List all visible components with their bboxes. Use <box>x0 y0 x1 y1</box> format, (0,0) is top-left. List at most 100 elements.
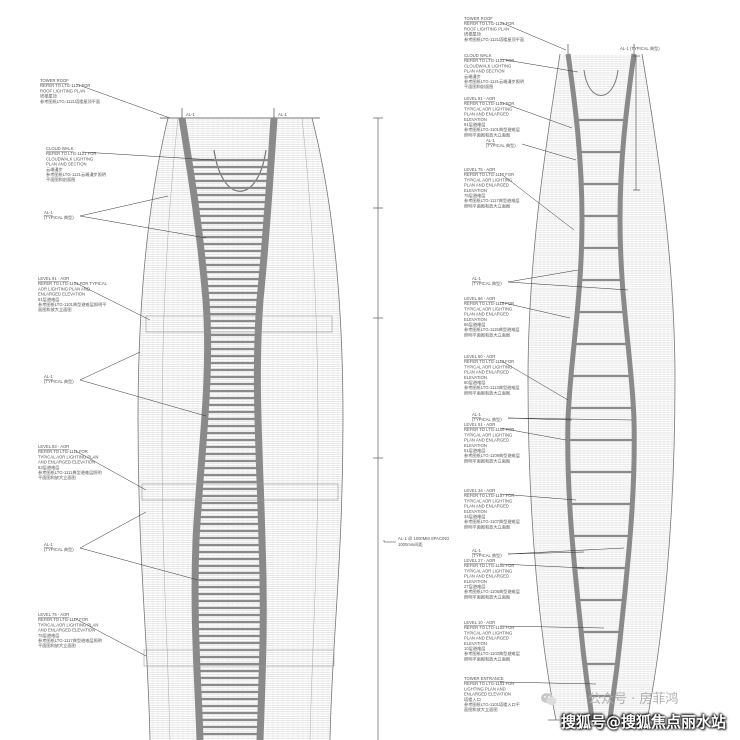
left-top-markers: AL-1 AL-1 <box>181 108 288 118</box>
note-line: ELEVATION <box>464 509 487 514</box>
leader-line <box>507 269 579 283</box>
note-line: 83层避难层 <box>38 464 59 471</box>
note-line: 照明平面图和放大立面图 <box>464 457 510 464</box>
note-line: 平面图和放大立面图 <box>38 642 76 649</box>
note-title: TOWER ENTRANCE <box>464 676 504 681</box>
left-dimension-line <box>373 117 383 740</box>
right-note-3: AL-1(TYPICAL 典型) <box>486 138 516 149</box>
note-title: TOWER ROOF <box>464 16 493 21</box>
left-top-marker-2: AL-1 <box>278 112 288 117</box>
note-line: 云端漫步 <box>464 73 481 80</box>
note-line: REFER TO LTG-1113 FOR <box>464 359 514 364</box>
right-note-8: AL-1(TYPICAL 典型) <box>472 412 502 423</box>
left-tower-inner-left-edge <box>161 117 179 740</box>
note-line: CLOUDWALK LIGHTING <box>46 156 93 161</box>
note-title: AL-1 <box>472 412 482 417</box>
note-line: REFER TO LTG-1111 FOR <box>38 449 88 454</box>
note-line: (TYPICAL 典型) <box>472 416 502 423</box>
note-line: 照明平面图和放大立面图 <box>464 202 510 209</box>
note-line: 照明平面图和放大立面图 <box>464 331 510 338</box>
note-line: REFER TO LTG-1101 FOR <box>464 681 514 686</box>
note-line: 参考图纸LTG-1117典型避难层照明 <box>38 637 102 644</box>
right-note-5: AL-1(TYPICAL 典型) <box>472 276 502 287</box>
note-line: TYPICAL AOR LIGHTING <box>464 177 512 182</box>
note-line: PLAN AND ENLARGED <box>464 574 509 579</box>
leader-line <box>75 83 171 119</box>
note-line: REFER TO LTG-1101 FOR <box>464 101 514 106</box>
note-title: AL-1 <box>472 276 482 281</box>
note-title: LEVEL 60 - AOR <box>464 354 495 359</box>
note-line: 照明平面图和放大立面图 <box>464 655 510 662</box>
note-line: PLAN AND ENLARGED <box>464 112 509 117</box>
leader-lines <box>73 21 633 685</box>
left-tower-right-band <box>253 117 278 740</box>
right-tower: AL-1 (TYPICAL 典型) <box>527 44 676 727</box>
leader-line <box>79 547 199 581</box>
spacing-note: AL-1 @ 1000MM SPACING 1000mm间距 <box>383 536 449 548</box>
right-top-markers: AL-1 (TYPICAL 典型) <box>567 44 660 54</box>
right-top-marker: AL-1 (TYPICAL 典型) <box>620 45 660 52</box>
left-tower-outline <box>137 117 344 740</box>
leader-line <box>499 563 585 569</box>
note-line: 塔楼入口 <box>464 696 481 703</box>
note-line: REFER TO LTG-1121 FOR <box>464 21 514 26</box>
spacing-note-line-2: 1000mm间距 <box>398 541 423 548</box>
note-line: 91层避难层 <box>464 121 485 128</box>
account-watermark: 公众号 · 房菲鸿 <box>588 692 679 707</box>
leader-line <box>507 547 625 555</box>
note-line: REFER TO LTG-1117 FOR <box>38 617 88 622</box>
note-line: CLOUDWALK LIGHTING <box>464 63 511 68</box>
spacing-note-leader <box>383 540 396 543</box>
note-line: 参考图纸LTG-1121云端漫步照明 <box>464 78 524 85</box>
note-title: TOWER ROOF <box>40 78 69 83</box>
note-line: 照明平面图和放大立面图 <box>464 131 510 138</box>
right-dimension-line <box>633 55 640 191</box>
note-line: AND ENLARGED ELEVATION <box>38 628 95 633</box>
note-line: 平面图和剖面图 <box>46 176 75 183</box>
left-tower: AL-1 AL-1 <box>137 108 344 740</box>
note-line: 参考图纸LTG-1121塔楼屋顶平面 <box>464 36 524 43</box>
note-line: PLAN AND ENLARGED <box>464 312 509 317</box>
leader-line <box>507 551 585 555</box>
note-line: TYPICAL AOR LIGHTING <box>464 568 512 573</box>
note-title: AL-1 <box>44 210 54 215</box>
note-line: 60层避难层 <box>464 379 485 386</box>
leader-line <box>499 359 569 401</box>
note-line: (TYPICAL 典型) <box>44 546 74 553</box>
note-line: 参考图纸LTG-1101典型避难层 <box>464 126 520 133</box>
leader-line <box>499 681 597 685</box>
spacing-note-line-1: AL-1 @ 1000MM SPACING <box>398 536 449 541</box>
note-line: REFER TO LTG-1105 FOR <box>464 563 514 568</box>
note-line: TYPICAL AOR LIGHTING <box>464 498 512 503</box>
note-line: 面图和放大立面图 <box>464 706 498 713</box>
left-note-6: AL-1(TYPICAL 典型) <box>44 542 74 553</box>
left-tower-aor-bands <box>141 315 339 667</box>
note-line: REFER TO LTG-1101 FOR TYPICAL <box>38 281 108 286</box>
note-line: 塔楼屋顶 <box>464 31 482 38</box>
note-title: AL-1 <box>44 374 54 379</box>
note-line: ELEVATION <box>464 579 487 584</box>
note-line: 参考图纸LTG-1109典型避难层 <box>464 452 520 459</box>
leader-line <box>499 101 573 129</box>
note-line: REFER TO LTG-1109 FOR <box>464 427 514 432</box>
note-line: ENLARGED ELEVATION <box>38 292 85 297</box>
note-title: AL-1 <box>472 548 482 553</box>
note-line: 10层避难层 <box>464 645 485 652</box>
note-line: ELEVATION <box>464 117 487 122</box>
note-line: (TYPICAL 典型) <box>472 552 502 559</box>
note-line: ELEVATION <box>464 317 487 322</box>
leader-line <box>499 58 579 73</box>
note-line: TYPICAL AOR LIGHTING <box>464 306 512 311</box>
leader-line <box>79 215 207 239</box>
left-tower-inner-right-edge <box>301 117 319 740</box>
note-line: ELEVATION <box>464 443 487 448</box>
